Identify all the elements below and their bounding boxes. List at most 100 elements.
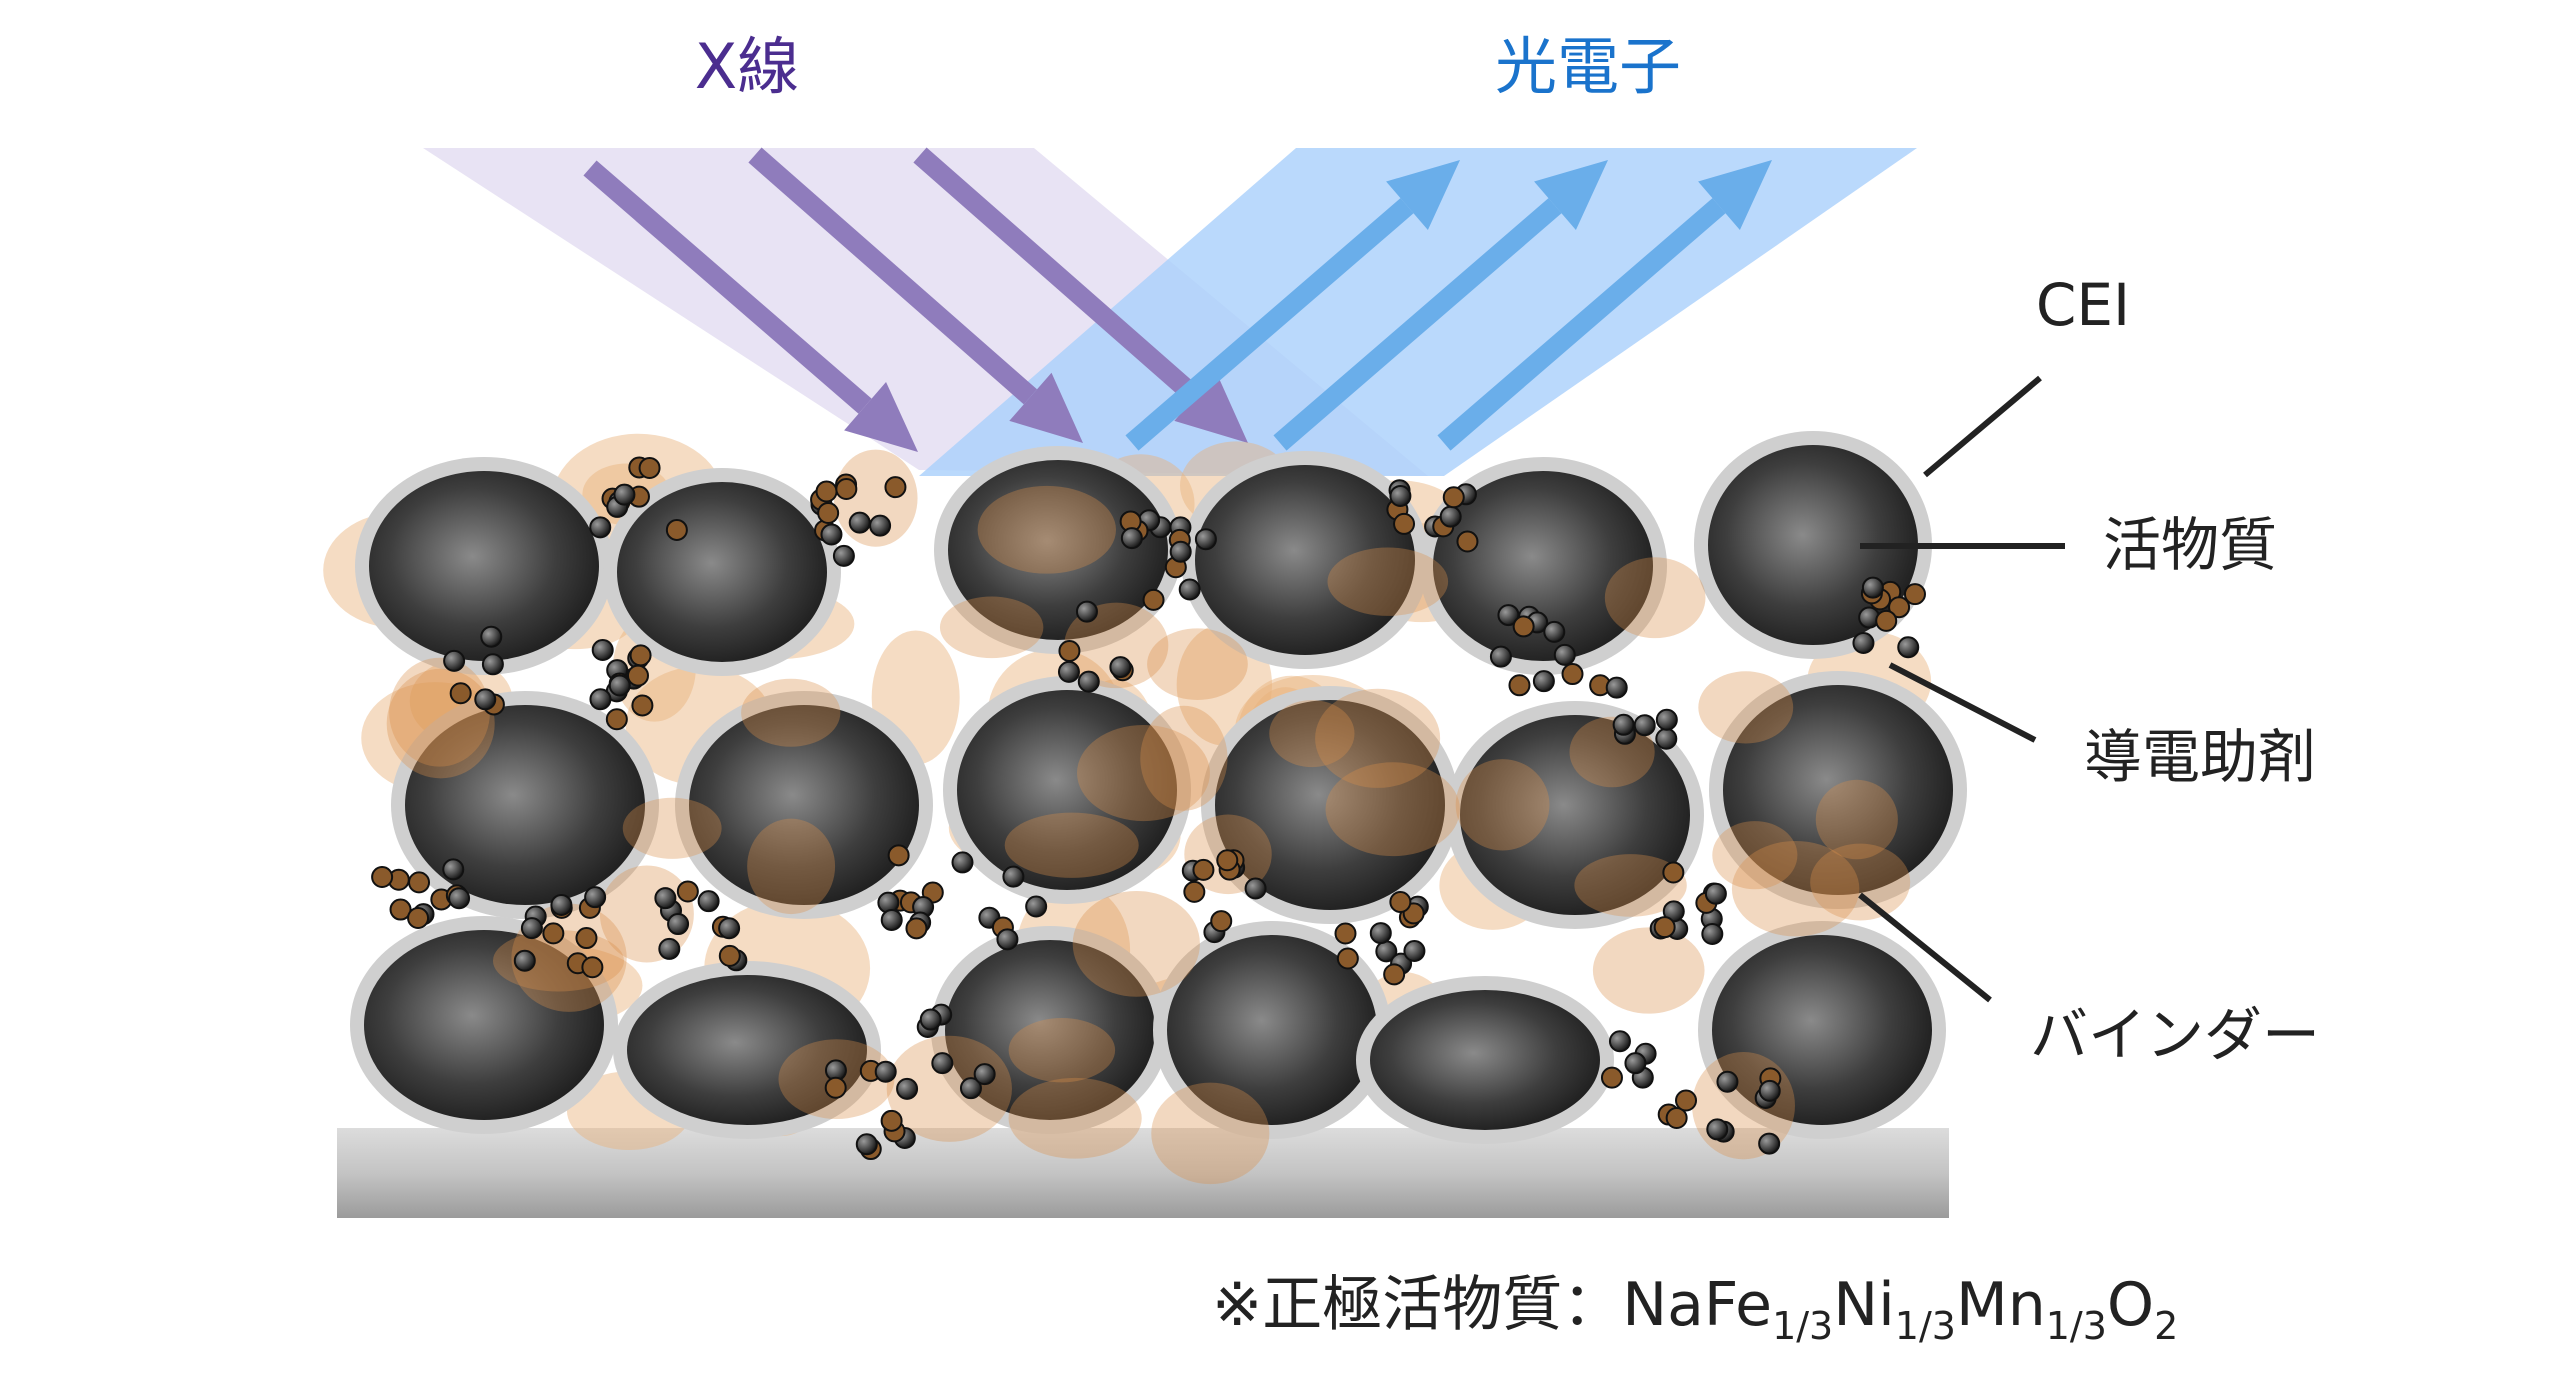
conductive-agent-dot: [951, 851, 974, 874]
conductive-agent-dot: [1077, 670, 1100, 693]
active-material-particle: [1215, 700, 1445, 910]
active-material-particle: [405, 705, 645, 905]
active-material-particle: [617, 482, 827, 662]
conductive-agent-dot: [1244, 877, 1267, 900]
conductive-agent-dot: [832, 544, 855, 567]
active-material-particle: [1723, 685, 1953, 895]
conductive-agent-dot: [1665, 1106, 1688, 1129]
conductive-agent-dot: [880, 908, 903, 931]
conductive-agent-dot: [513, 949, 536, 972]
conductive-agent-dot: [1389, 485, 1412, 508]
conductive-agent-dot: [1216, 849, 1239, 872]
footnote-sub-fe: 1/3: [1772, 1304, 1833, 1348]
conductive-agent-dot: [959, 1077, 982, 1100]
conductive-agent-dot: [1183, 880, 1206, 903]
conductive-agent-dot: [1861, 576, 1884, 599]
binder-blob: [622, 797, 722, 859]
conductive-agent-dot: [1612, 713, 1635, 736]
conductive-agent-dot: [1393, 512, 1416, 535]
photoelectron-arrow: [1437, 198, 1726, 451]
conductive-agent-dot: [550, 893, 573, 916]
binder-blob: [1325, 762, 1460, 857]
binder-blob: [886, 1035, 1012, 1142]
binder-blob: [1604, 557, 1706, 639]
conductive-agent-dot: [589, 516, 612, 539]
conductive-agent-dot: [1543, 620, 1566, 643]
conductive-agent-dot: [996, 928, 1019, 951]
photoelectron-arrow-head: [1386, 160, 1460, 230]
xray-arrows: [583, 147, 1248, 452]
binder-blob: [389, 657, 490, 767]
conductive-agent-dot: [638, 456, 661, 479]
active-material-particle: [1370, 990, 1600, 1130]
conductive-agent-dot: [1758, 1079, 1781, 1102]
binder-blob: [741, 678, 841, 747]
xray-arrow: [583, 160, 872, 414]
binder-blob: [1455, 759, 1550, 851]
conductive-agent-dot: [1456, 530, 1479, 553]
conductive-agent-dots: [371, 456, 1926, 1161]
conductive-agent-dot: [581, 956, 604, 979]
conductive-agent-dot: [1120, 527, 1143, 550]
conductive-agent-dot: [667, 913, 690, 936]
conductive-agent-dot: [1334, 922, 1357, 945]
photoelectron-arrow-head: [1534, 160, 1608, 230]
cei-label: CEI: [2036, 271, 2130, 339]
conductive-agent-dot: [1025, 895, 1048, 918]
conductive-agent-dot: [1075, 600, 1098, 623]
conductive-agent-dot: [608, 674, 631, 697]
binder-blob: [977, 485, 1116, 574]
binder-blob: [1140, 705, 1228, 811]
conductive-agent-dot: [389, 898, 412, 921]
footnote-sub-ni: 1/3: [1895, 1304, 1956, 1348]
active-material-particle: [1195, 465, 1415, 655]
conductive-agent-dot: [817, 502, 840, 525]
conductive-agent-dot: [884, 476, 907, 499]
conductive-agent-dot: [443, 649, 466, 672]
binder-blob: [1269, 700, 1355, 768]
conductive-agent-dot: [474, 688, 497, 711]
conductive-agent-dot: [584, 886, 607, 909]
conductive-agent-dot: [1439, 505, 1462, 528]
footnote-o: O: [2107, 1270, 2154, 1340]
conductive-agent-dot: [676, 880, 699, 903]
conductive-agent-dot: [1142, 588, 1165, 611]
conductive-agent-dot: [697, 890, 720, 913]
conductive-agent-dot: [1704, 882, 1727, 905]
active-material-particle: [1460, 715, 1690, 915]
conductive-agent-dot: [1605, 676, 1628, 699]
conductive-agent-dot: [931, 1052, 954, 1075]
conductive-agent-dot: [1903, 583, 1926, 606]
conductive-agent-dot: [1389, 890, 1412, 913]
footnote-ni: Ni: [1833, 1270, 1895, 1340]
conductive-agent-dot: [1608, 1030, 1631, 1053]
binder-blob: [1077, 724, 1210, 822]
active-material-label: 活物質: [2103, 511, 2277, 579]
footnote-mn: Mn: [1956, 1270, 2046, 1340]
conductive-agent-dot: [1701, 922, 1724, 945]
conductive-agent-dot: [855, 1133, 878, 1156]
conductive-agent-dot: [1403, 939, 1426, 962]
binder-blob: [1815, 779, 1898, 860]
current-collector: [337, 1128, 1949, 1218]
conductive-agent-dot: [848, 511, 871, 534]
binder-blob: [1004, 812, 1139, 878]
footnote-sub-o: 2: [2154, 1304, 2178, 1348]
conductive-agent-dot: [1192, 858, 1215, 881]
xray-arrow: [913, 147, 1202, 405]
active-material-particle: [689, 705, 919, 905]
conductive-agent-dot: [1553, 643, 1576, 666]
binder-blob: [1698, 671, 1794, 744]
conductive-agent-dot: [1875, 609, 1898, 632]
binder-blob: [1592, 927, 1705, 1014]
conductive-agent-dot: [887, 844, 910, 867]
conductive-agent-dot: [824, 1076, 847, 1099]
conductive-agent-dot: [1508, 674, 1531, 697]
conductive-agent-dot: [1194, 528, 1217, 551]
binder-leader-line: [1858, 892, 1992, 1003]
conductive-agent-dot: [1716, 1070, 1739, 1093]
conductive-agent-dot: [1655, 727, 1678, 750]
conductive-agent-dot: [1057, 660, 1080, 683]
conductive-agent-dot: [1706, 1118, 1729, 1141]
